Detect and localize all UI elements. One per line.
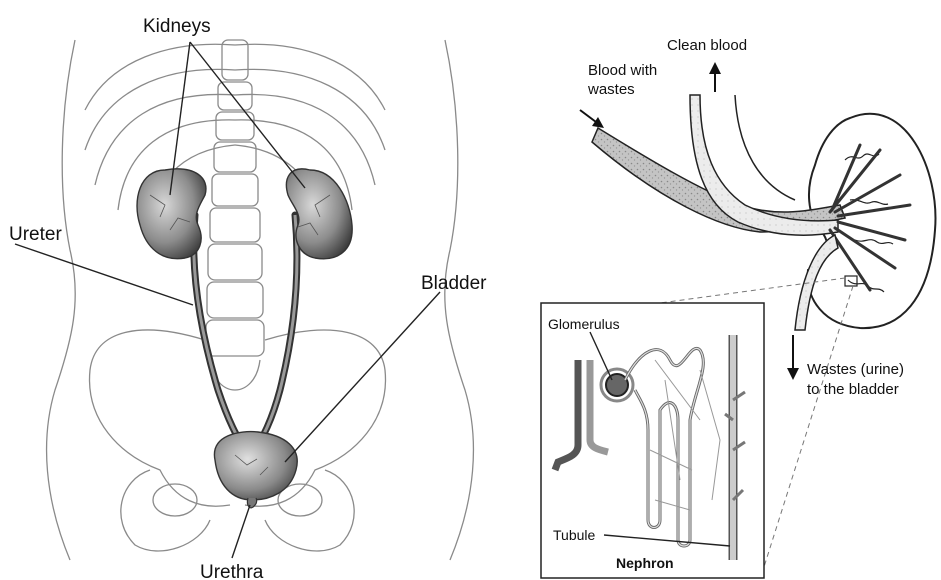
- label-wastes-urine-2: to the bladder: [807, 381, 899, 398]
- label-blood-with-wastes-1: Blood with: [588, 62, 657, 79]
- label-clean-blood: Clean blood: [667, 37, 747, 54]
- label-kidneys: Kidneys: [143, 16, 211, 37]
- arrow-right-icon: [580, 110, 604, 128]
- label-blood-with-wastes-2: wastes: [587, 81, 635, 98]
- arrow-down-icon: [787, 335, 799, 380]
- label-urethra: Urethra: [200, 562, 264, 580]
- ureter-left: [194, 215, 245, 448]
- arrow-up-icon: [709, 62, 721, 92]
- label-wastes-urine-1: Wastes (urine): [807, 361, 904, 378]
- torso-illustration: [15, 40, 473, 560]
- label-nephron: Nephron: [616, 555, 674, 571]
- spine: [206, 40, 264, 390]
- label-ureter: Ureter: [9, 224, 62, 245]
- label-glomerulus: Glomerulus: [548, 316, 620, 332]
- bladder: [214, 432, 297, 500]
- label-tubule: Tubule: [553, 527, 596, 543]
- label-bladder: Bladder: [421, 273, 487, 294]
